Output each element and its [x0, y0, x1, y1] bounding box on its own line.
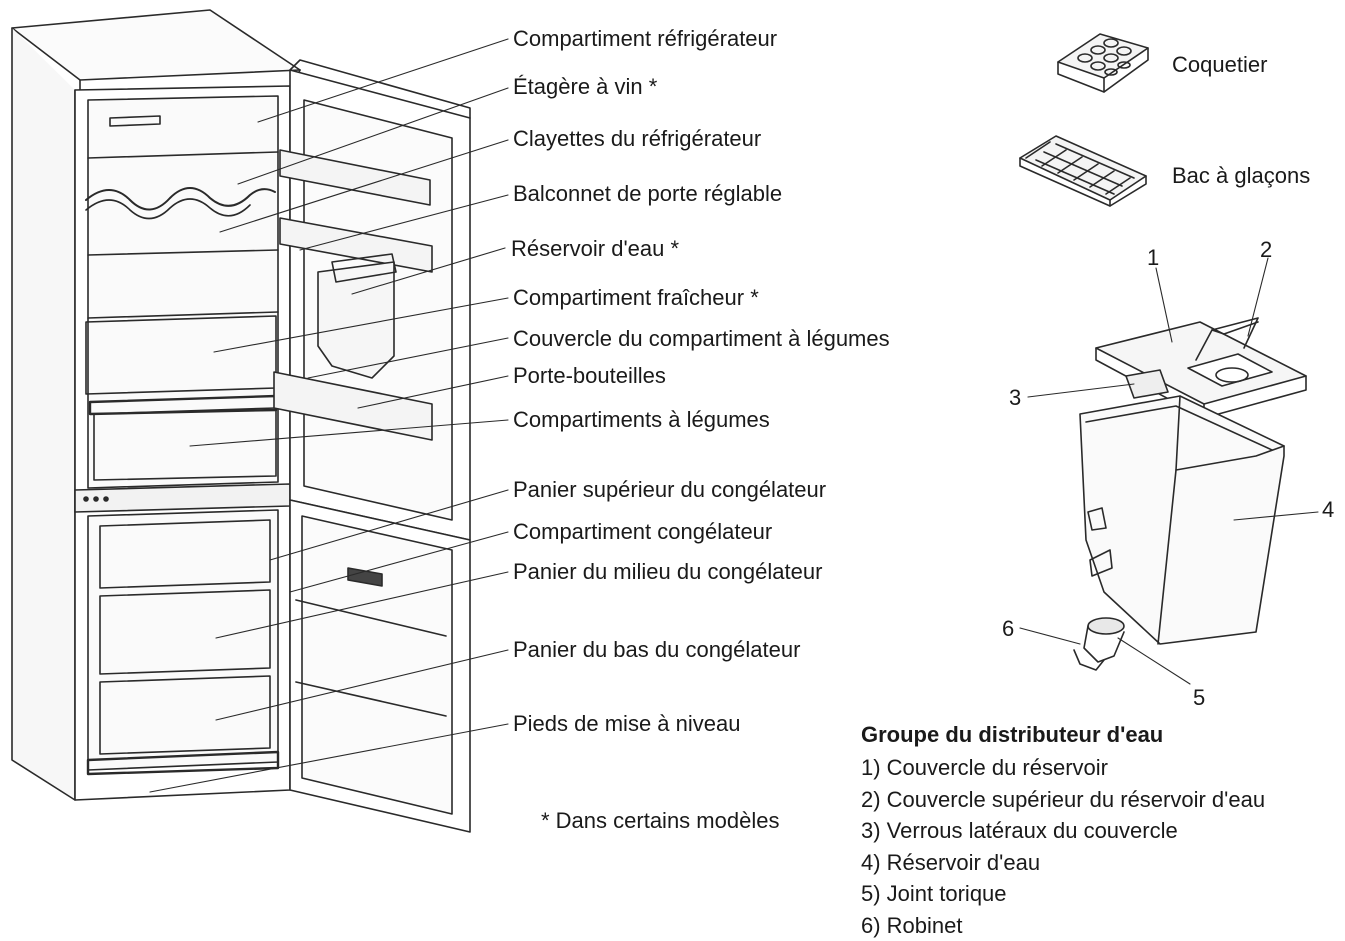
label-compartiment-congelateur: Compartiment congélateur — [513, 519, 772, 545]
label-coquetier: Coquetier — [1172, 52, 1267, 78]
label-compartiment-fraicheur: Compartiment fraîcheur * — [513, 285, 759, 311]
label-panier-milieu: Panier du milieu du congélateur — [513, 559, 822, 585]
water-dispenser-illustration — [1020, 258, 1318, 684]
label-porte-bouteilles: Porte-bouteilles — [513, 363, 666, 389]
label-pieds: Pieds de mise à niveau — [513, 711, 740, 737]
label-balconnet: Balconnet de porte réglable — [513, 181, 782, 207]
dispenser-group-item: 1) Couvercle du réservoir — [861, 752, 1265, 784]
dispenser-number-3: 3 — [1009, 385, 1021, 411]
fridge-illustration — [12, 10, 470, 832]
label-panier-superieur: Panier supérieur du congélateur — [513, 477, 826, 503]
label-panier-bas: Panier du bas du congélateur — [513, 637, 800, 663]
dispenser-group-item: 3) Verrous latéraux du couvercle — [861, 815, 1265, 847]
dispenser-number-4: 4 — [1322, 497, 1334, 523]
label-bac-a-glacons: Bac à glaçons — [1172, 163, 1310, 189]
dispenser-group-title: Groupe du distributeur d'eau — [861, 722, 1163, 748]
dispenser-group-item: 5) Joint torique — [861, 878, 1265, 910]
label-clayettes: Clayettes du réfrigérateur — [513, 126, 761, 152]
label-compartiment-refrigerateur: Compartiment réfrigérateur — [513, 26, 777, 52]
label-couvercle-legumes: Couvercle du compartiment à légumes — [513, 326, 890, 352]
footnote-some-models: * Dans certains modèles — [541, 808, 779, 834]
label-reservoir-eau: Réservoir d'eau * — [511, 236, 679, 262]
dispenser-group-item: 4) Réservoir d'eau — [861, 847, 1265, 879]
dispenser-group-item: 2) Couvercle supérieur du réservoir d'ea… — [861, 784, 1265, 816]
dispenser-number-5: 5 — [1193, 685, 1205, 711]
egg-tray-illustration — [1058, 34, 1148, 92]
ice-tray-illustration — [1020, 136, 1146, 206]
dispenser-group-item: 6) Robinet — [861, 910, 1265, 941]
dispenser-number-2: 2 — [1260, 237, 1272, 263]
label-etagere-a-vin: Étagère à vin * — [513, 74, 657, 100]
dispenser-group-list: 1) Couvercle du réservoir 2) Couvercle s… — [861, 752, 1265, 941]
dispenser-number-1: 1 — [1147, 245, 1159, 271]
label-compartiments-legumes: Compartiments à légumes — [513, 407, 770, 433]
dispenser-number-6: 6 — [1002, 616, 1014, 642]
